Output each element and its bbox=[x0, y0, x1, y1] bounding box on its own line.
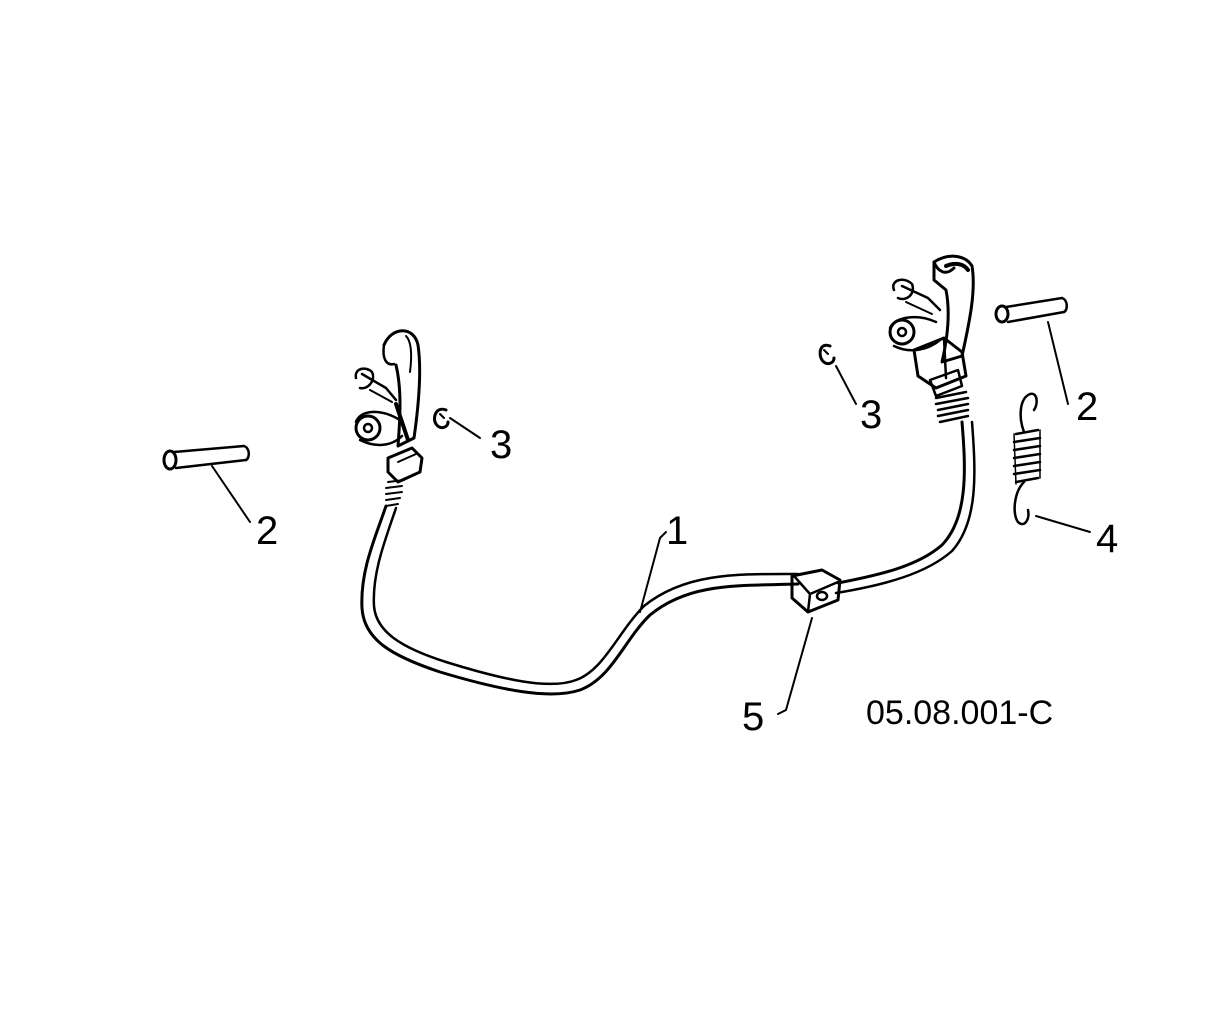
spring bbox=[1012, 392, 1042, 526]
clip-left bbox=[432, 407, 450, 430]
leader-2-left bbox=[211, 465, 251, 523]
leader-3-right bbox=[835, 365, 857, 405]
left-hook-assembly bbox=[354, 329, 424, 507]
leader-lines bbox=[211, 321, 1091, 715]
reference-code: 05.08.001-C bbox=[866, 694, 1053, 732]
callout-3-right: 3 bbox=[860, 393, 882, 437]
leader-5 bbox=[777, 617, 813, 715]
cable-clamp bbox=[790, 568, 842, 614]
callout-5: 5 bbox=[742, 695, 764, 739]
callout-2-left: 2 bbox=[256, 509, 278, 553]
pin-left bbox=[162, 444, 250, 471]
callout-4: 4 bbox=[1096, 517, 1118, 561]
leader-4 bbox=[1035, 515, 1091, 533]
leader-2-right bbox=[1047, 321, 1069, 405]
leader-3-left bbox=[449, 417, 481, 439]
callout-3-left: 3 bbox=[490, 423, 512, 467]
clip-right bbox=[818, 343, 836, 366]
callout-2-right: 2 bbox=[1076, 385, 1098, 429]
cable bbox=[360, 420, 976, 696]
callout-1: 1 bbox=[666, 509, 688, 553]
right-hook-assembly bbox=[888, 254, 975, 424]
pin-right bbox=[994, 296, 1068, 324]
leader-1 bbox=[639, 531, 667, 613]
